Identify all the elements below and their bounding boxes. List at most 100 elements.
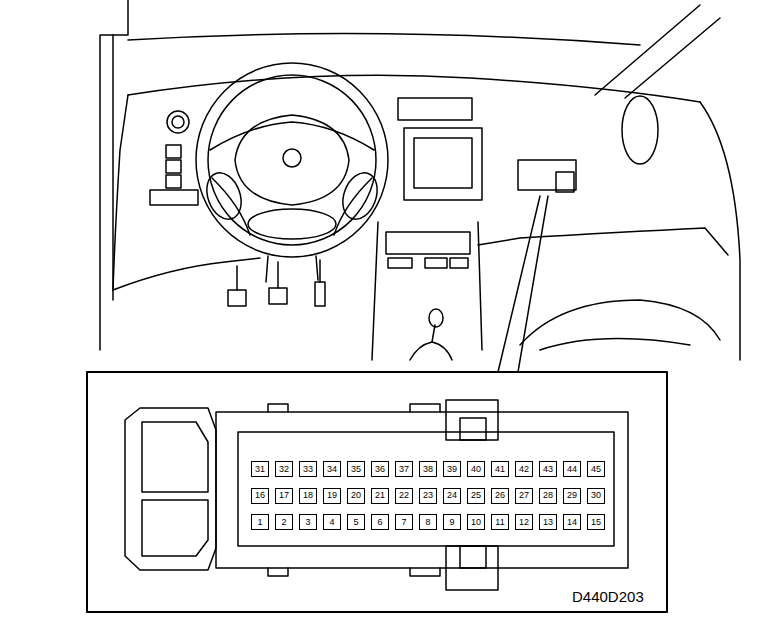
pin-number: 4 [329,518,334,527]
vent-left [167,111,189,133]
dashboard-lower-left [113,258,260,290]
a-pillar-left [100,0,128,350]
pin-cavity: 16 [251,488,269,504]
pin-cavity: 26 [491,488,509,504]
radio-button [425,258,447,268]
display-surround [404,128,482,200]
pin-cavity: 44 [563,461,581,477]
pin-number: 25 [471,491,481,500]
pin-number: 17 [279,491,289,500]
connector-latch-bottom [446,546,498,590]
leader-line [498,196,548,372]
pin-cavity: 30 [587,488,605,504]
pin-number: 27 [519,491,529,500]
pin-number: 31 [255,465,265,474]
steering-wheel-rim [196,63,388,257]
pin-cavity: 15 [587,514,605,530]
centre-vents [398,98,472,120]
pin-number: 43 [543,465,553,474]
detail-frame [87,372,667,612]
pin-cavity: 41 [491,461,509,477]
pin-number: 6 [377,518,382,527]
pin-number: 19 [327,491,337,500]
pin-cavity: 11 [491,514,509,530]
pin-cavity: 40 [467,461,485,477]
pin-cavity: 18 [299,488,317,504]
door-line-right [700,102,740,360]
pin-cavity: 29 [563,488,581,504]
connector-latch-top [446,400,498,440]
pin-cavity: 4 [323,514,341,530]
pin-cavity: 33 [299,461,317,477]
pin-cavity: 23 [419,488,437,504]
switch [166,175,181,188]
steering-wheel-rim-inner [208,75,376,245]
pin-cavity: 34 [323,461,341,477]
steering-lower-pad [248,209,336,239]
a-pillar-right [595,5,720,98]
pin-cavity: 6 [371,514,389,530]
pin-number: 38 [423,465,433,474]
pin-number: 14 [567,518,577,527]
pin-number: 42 [519,465,529,474]
radio [386,232,470,254]
pin-cavity: 12 [515,514,533,530]
pin-cavity: 24 [443,488,461,504]
pin-number: 10 [471,518,481,527]
connector-latch-bottom-inner [460,546,486,568]
pin-cavity: 14 [563,514,581,530]
pin-cavity: 17 [275,488,293,504]
windscreen-edge [128,34,640,45]
pin-number: 8 [425,518,430,527]
pin-number: 18 [303,491,313,500]
radio-button [388,258,412,268]
pin-number: 9 [449,518,454,527]
switch [166,145,181,158]
pin-number: 35 [351,465,361,474]
pin-number: 33 [303,465,313,474]
pedal [228,290,246,306]
pin-cavity: 43 [539,461,557,477]
gear-knob [429,309,443,327]
pin-number: 36 [375,465,385,474]
switch-panel [150,190,198,205]
switch [166,160,181,173]
pin-number: 7 [401,518,406,527]
steering-hub [283,149,301,167]
dashboard-face [113,95,128,290]
vent-left-inner [172,116,184,128]
pin-number: 11 [495,518,504,527]
connector-pin-field [238,432,614,546]
pin-number: 34 [327,465,337,474]
pin-cavity: 7 [395,514,413,530]
pin-cavity: 31 [251,461,269,477]
pedal [315,282,325,306]
pin-number: 26 [495,491,505,500]
pin-number: 1 [257,518,262,527]
pin-cavity: 38 [419,461,437,477]
pin-number: 13 [543,518,553,527]
airbag-pad [235,115,349,205]
pin-cavity: 2 [275,514,293,530]
pin-number: 16 [255,491,265,500]
pin-number: 15 [591,518,601,527]
console-sides [372,222,482,360]
connector-flange-inner [142,422,208,556]
pin-number: 28 [543,491,553,500]
pin-number: 40 [471,465,481,474]
pin-cavity: 27 [515,488,533,504]
pin-cavity: 1 [251,514,269,530]
pin-cavity: 37 [395,461,413,477]
dashboard-lower-right [478,228,728,255]
figure-code: D440D203 [571,589,645,604]
pin-number: 39 [447,465,457,474]
gear-boot [410,342,452,360]
connector-location-plug [556,172,574,192]
pin-cavity: 22 [395,488,413,504]
pin-cavity: 9 [443,514,461,530]
display [414,138,472,188]
steering-button-right [337,168,383,224]
vent-right [622,96,658,164]
pin-number: 45 [591,465,601,474]
